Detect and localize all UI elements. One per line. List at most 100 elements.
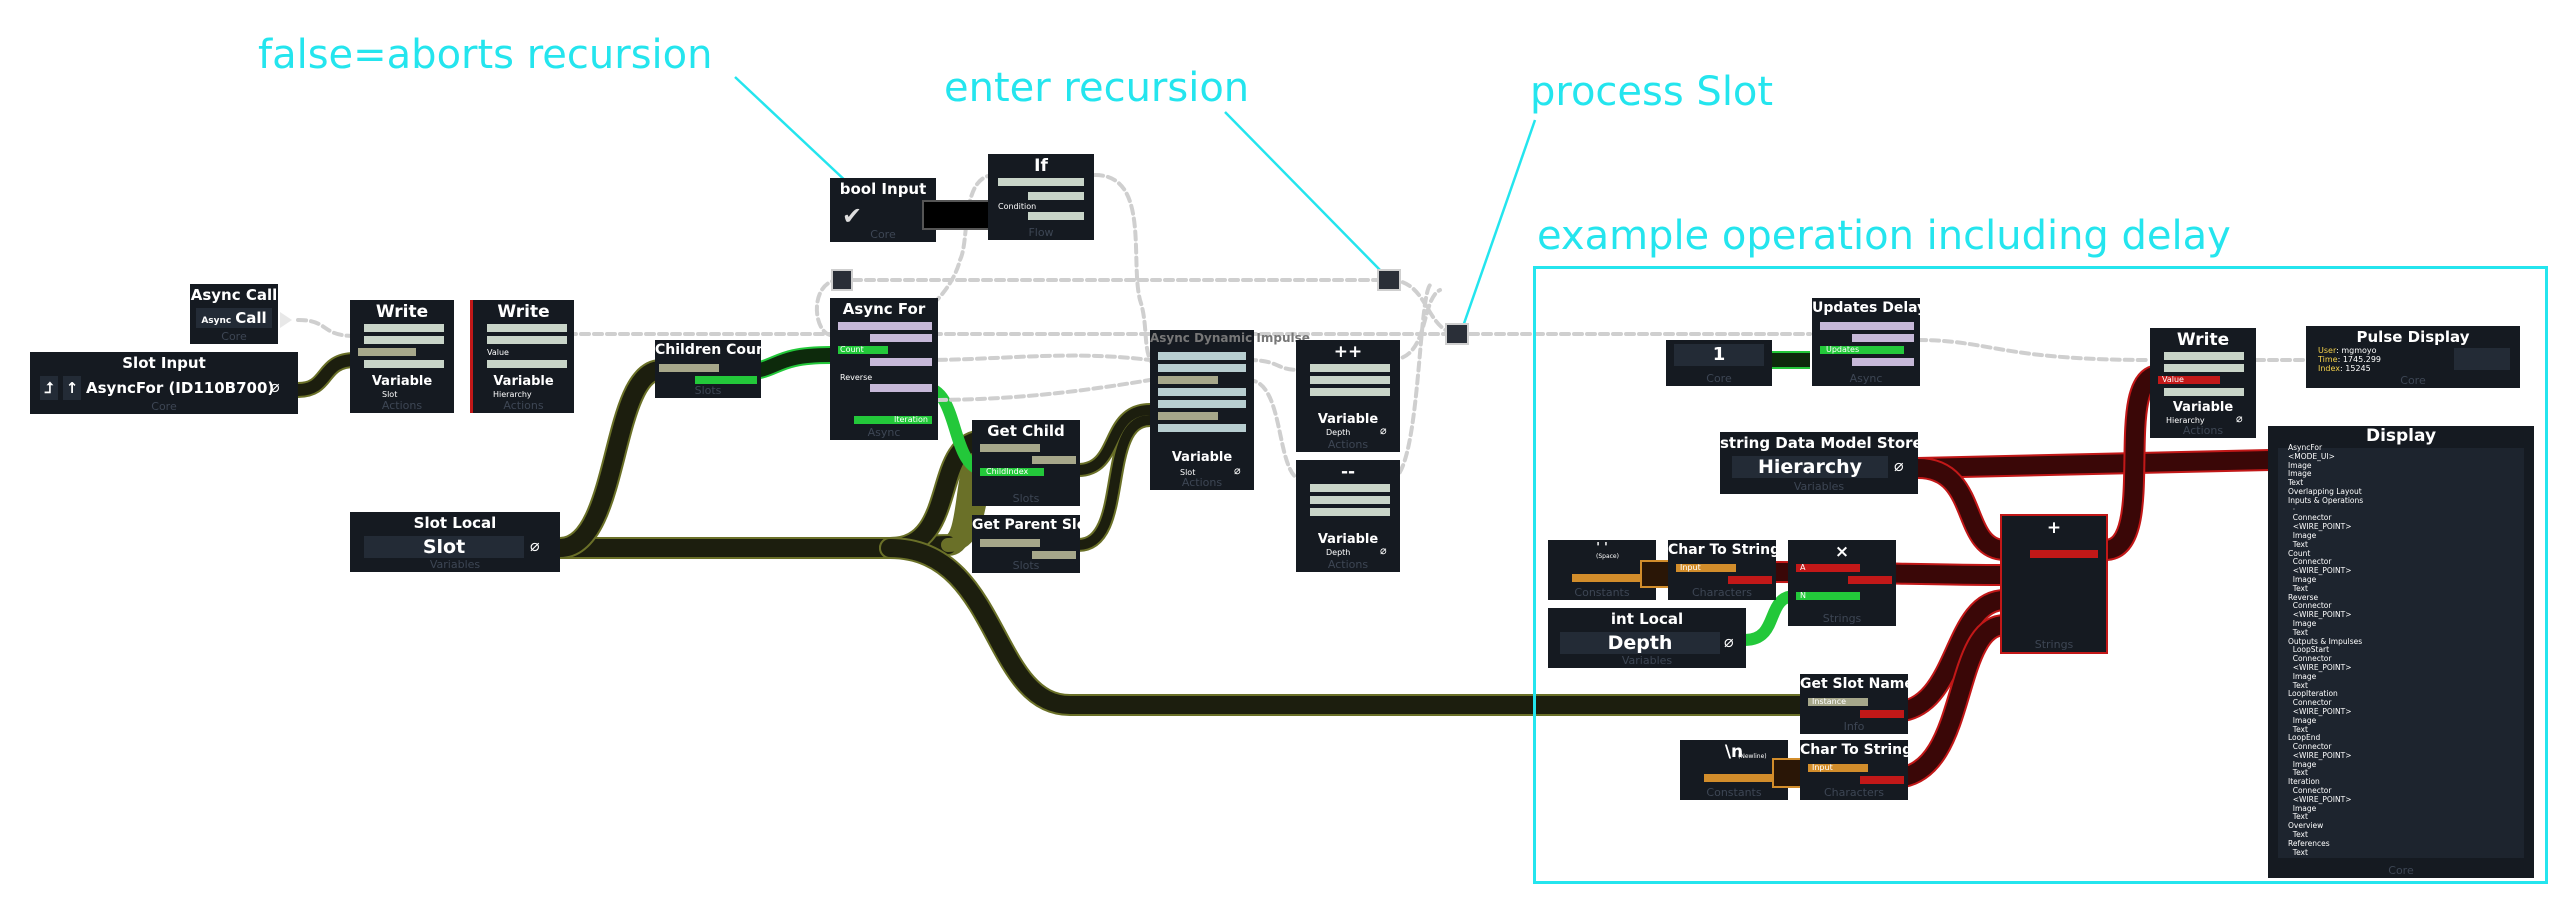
slot-local-node[interactable]: Slot Local Slot ⌀ Variables	[350, 512, 560, 572]
write-hierarchy-node-2[interactable]: Write Value Variable Hierarchy ⌀ Actions	[2150, 328, 2256, 438]
node-title: Get Parent Slot	[972, 517, 1094, 533]
null-icon[interactable]: ⌀	[1234, 464, 1241, 477]
int-local-node[interactable]: int Local Depth ⌀ Variables	[1548, 608, 1746, 668]
get-child-node[interactable]: Get Child ChildIndex Slots	[972, 420, 1080, 506]
int-port-bar	[695, 376, 757, 384]
impulse-wire	[1093, 173, 1162, 372]
char-to-string-node-2[interactable]: Char To String Input Characters	[1800, 740, 1912, 800]
impulse-port-bar	[1158, 388, 1246, 396]
impulse-port-bar	[487, 324, 567, 332]
impulse-port-bar	[487, 360, 567, 368]
slot-local-value[interactable]: Slot	[364, 536, 524, 558]
input-port-label: Input	[1680, 563, 1701, 572]
node-title: Async For	[842, 300, 926, 318]
node-category: Core	[2388, 864, 2414, 877]
impulse-port-bar	[1310, 364, 1390, 372]
node-category: Constants	[1574, 586, 1630, 599]
slot-parent-arrow-button[interactable]: ↑	[63, 376, 81, 400]
char-to-string-node[interactable]: Char To String Input Characters	[1668, 540, 1780, 600]
string-port-bar	[1848, 576, 1892, 584]
increment-node[interactable]: ++ Variable Depth ⌀ Actions	[1296, 340, 1400, 452]
node-title: ++	[1333, 342, 1363, 362]
string-data-model-store-node[interactable]: string Data Model Store Hierarchy ⌀ Vari…	[1720, 432, 1923, 494]
decrement-node[interactable]: -- Variable Depth ⌀ Actions	[1296, 460, 1400, 572]
pulse-user: User: mgmoyo	[2318, 346, 2377, 355]
int-local-value[interactable]: Depth	[1560, 632, 1720, 654]
instance-port-label: Instance	[1812, 697, 1847, 706]
node-title: Async Dynamic Impulse	[1150, 331, 1310, 345]
slot-up-arrow-button[interactable]: ⮥	[40, 376, 58, 400]
node-category: Characters	[1691, 586, 1753, 599]
get-slot-name-node[interactable]: Get Slot Name Instance Info	[1800, 674, 1914, 734]
impulse-port-bar	[1158, 400, 1246, 408]
value-port-label: Value	[487, 348, 509, 357]
node-title: ' '	[1596, 540, 1608, 554]
int-constant-node[interactable]: 1 Core	[1666, 340, 1772, 386]
string-wire	[2103, 366, 2162, 559]
annotation-example-operation: example operation including delay	[1537, 213, 2231, 259]
annotation-enter-recursion: enter recursion	[944, 65, 1250, 111]
async-for-node[interactable]: Async For Count Reverse Iteration Async	[830, 298, 938, 440]
pulse-display-node[interactable]: Pulse Display User: mgmoyo Time: 1745.29…	[2306, 326, 2520, 388]
variable-title: Variable	[2172, 400, 2234, 415]
null-icon[interactable]: ⌀	[1380, 544, 1387, 557]
impulse-output-icon[interactable]	[280, 312, 292, 328]
node-title: Display	[2365, 426, 2437, 446]
write-slot-node[interactable]: Write Variable Slot Actions	[350, 300, 454, 413]
checkbox-checked-icon[interactable]: ✔	[842, 202, 863, 230]
impulse-port-bar	[364, 336, 444, 344]
variable-name: Depth	[1326, 548, 1351, 557]
variable-name: Depth	[1326, 428, 1351, 437]
instance-port-bar	[659, 364, 719, 372]
null-icon[interactable]: ⌀	[270, 377, 280, 396]
impulse-wire	[1246, 358, 1302, 372]
variable-title: Variable	[371, 374, 433, 389]
display-node[interactable]: Display AsyncFor <MODE_UI> Image Image T…	[2268, 426, 2534, 878]
annotation-aborts-recursion: false=aborts recursion	[258, 32, 713, 78]
children-count-node[interactable]: Children Count Slots	[655, 340, 773, 398]
node-title: Updates Delay	[1812, 300, 1927, 316]
wire-junction[interactable]	[1445, 323, 1469, 345]
null-icon[interactable]: ⌀	[1894, 456, 1904, 475]
string-store-value[interactable]: Hierarchy	[1732, 456, 1888, 478]
constant-sub: (Newline)	[1738, 753, 1767, 760]
null-icon[interactable]: ⌀	[530, 536, 540, 555]
null-icon[interactable]: ⌀	[2236, 412, 2243, 425]
string-concat-node[interactable]: + Strings	[2000, 514, 2108, 654]
node-title: --	[1340, 462, 1356, 482]
value-port-label: Value	[2162, 375, 2184, 384]
write-hierarchy-node[interactable]: Write Value Variable Hierarchy Actions	[470, 300, 574, 413]
async-dynamic-impulse-node[interactable]: Async Dynamic Impulse Variable Slot ⌀ Ac…	[1150, 330, 1310, 490]
int-constant-value[interactable]: 1	[1674, 344, 1764, 366]
node-title: \n	[1724, 742, 1744, 762]
node-category: Actions	[1181, 476, 1223, 489]
bool-input-node[interactable]: bool Input ✔ Core	[830, 178, 936, 242]
node-title: Get Child	[987, 422, 1065, 440]
null-icon[interactable]: ⌀	[1724, 632, 1734, 651]
wire-junction[interactable]	[831, 269, 853, 291]
updates-delay-node[interactable]: Updates Delay Updates Async	[1812, 298, 1927, 386]
space-char-constant-node[interactable]: ' ' (Space) Constants	[1548, 540, 1656, 600]
string-repeat-node[interactable]: × A N Strings	[1788, 540, 1896, 626]
slot-input-node[interactable]: Slot Input ⮥ ↑ AsyncFor (ID110B700) ⌀ Co…	[30, 352, 298, 414]
impulse-port-bar	[1310, 484, 1390, 492]
impulse-port-bar	[1310, 376, 1390, 384]
variable-name: Slot	[382, 390, 398, 399]
string-wire	[1917, 451, 2271, 477]
newline-char-constant-node[interactable]: \n (Newline) Constants	[1680, 740, 1788, 800]
slot-input-value[interactable]: AsyncFor (ID110B700)	[86, 379, 275, 397]
updates-port-label: Updates	[1826, 345, 1860, 354]
variable-name: Slot	[1180, 468, 1196, 477]
impulse-port-bar	[2164, 352, 2244, 360]
get-parent-slot-node[interactable]: Get Parent Slot Slots	[972, 515, 1094, 573]
async-prefix: Async	[201, 316, 232, 326]
wire-junction[interactable]	[1377, 269, 1401, 291]
node-category: Strings	[1822, 612, 1862, 625]
null-icon[interactable]: ⌀	[1380, 424, 1387, 437]
string-wire	[1917, 459, 2007, 559]
if-node[interactable]: If Condition Flow	[988, 154, 1094, 240]
display-panel	[2278, 448, 2524, 858]
impulse-port-bar	[870, 334, 932, 342]
